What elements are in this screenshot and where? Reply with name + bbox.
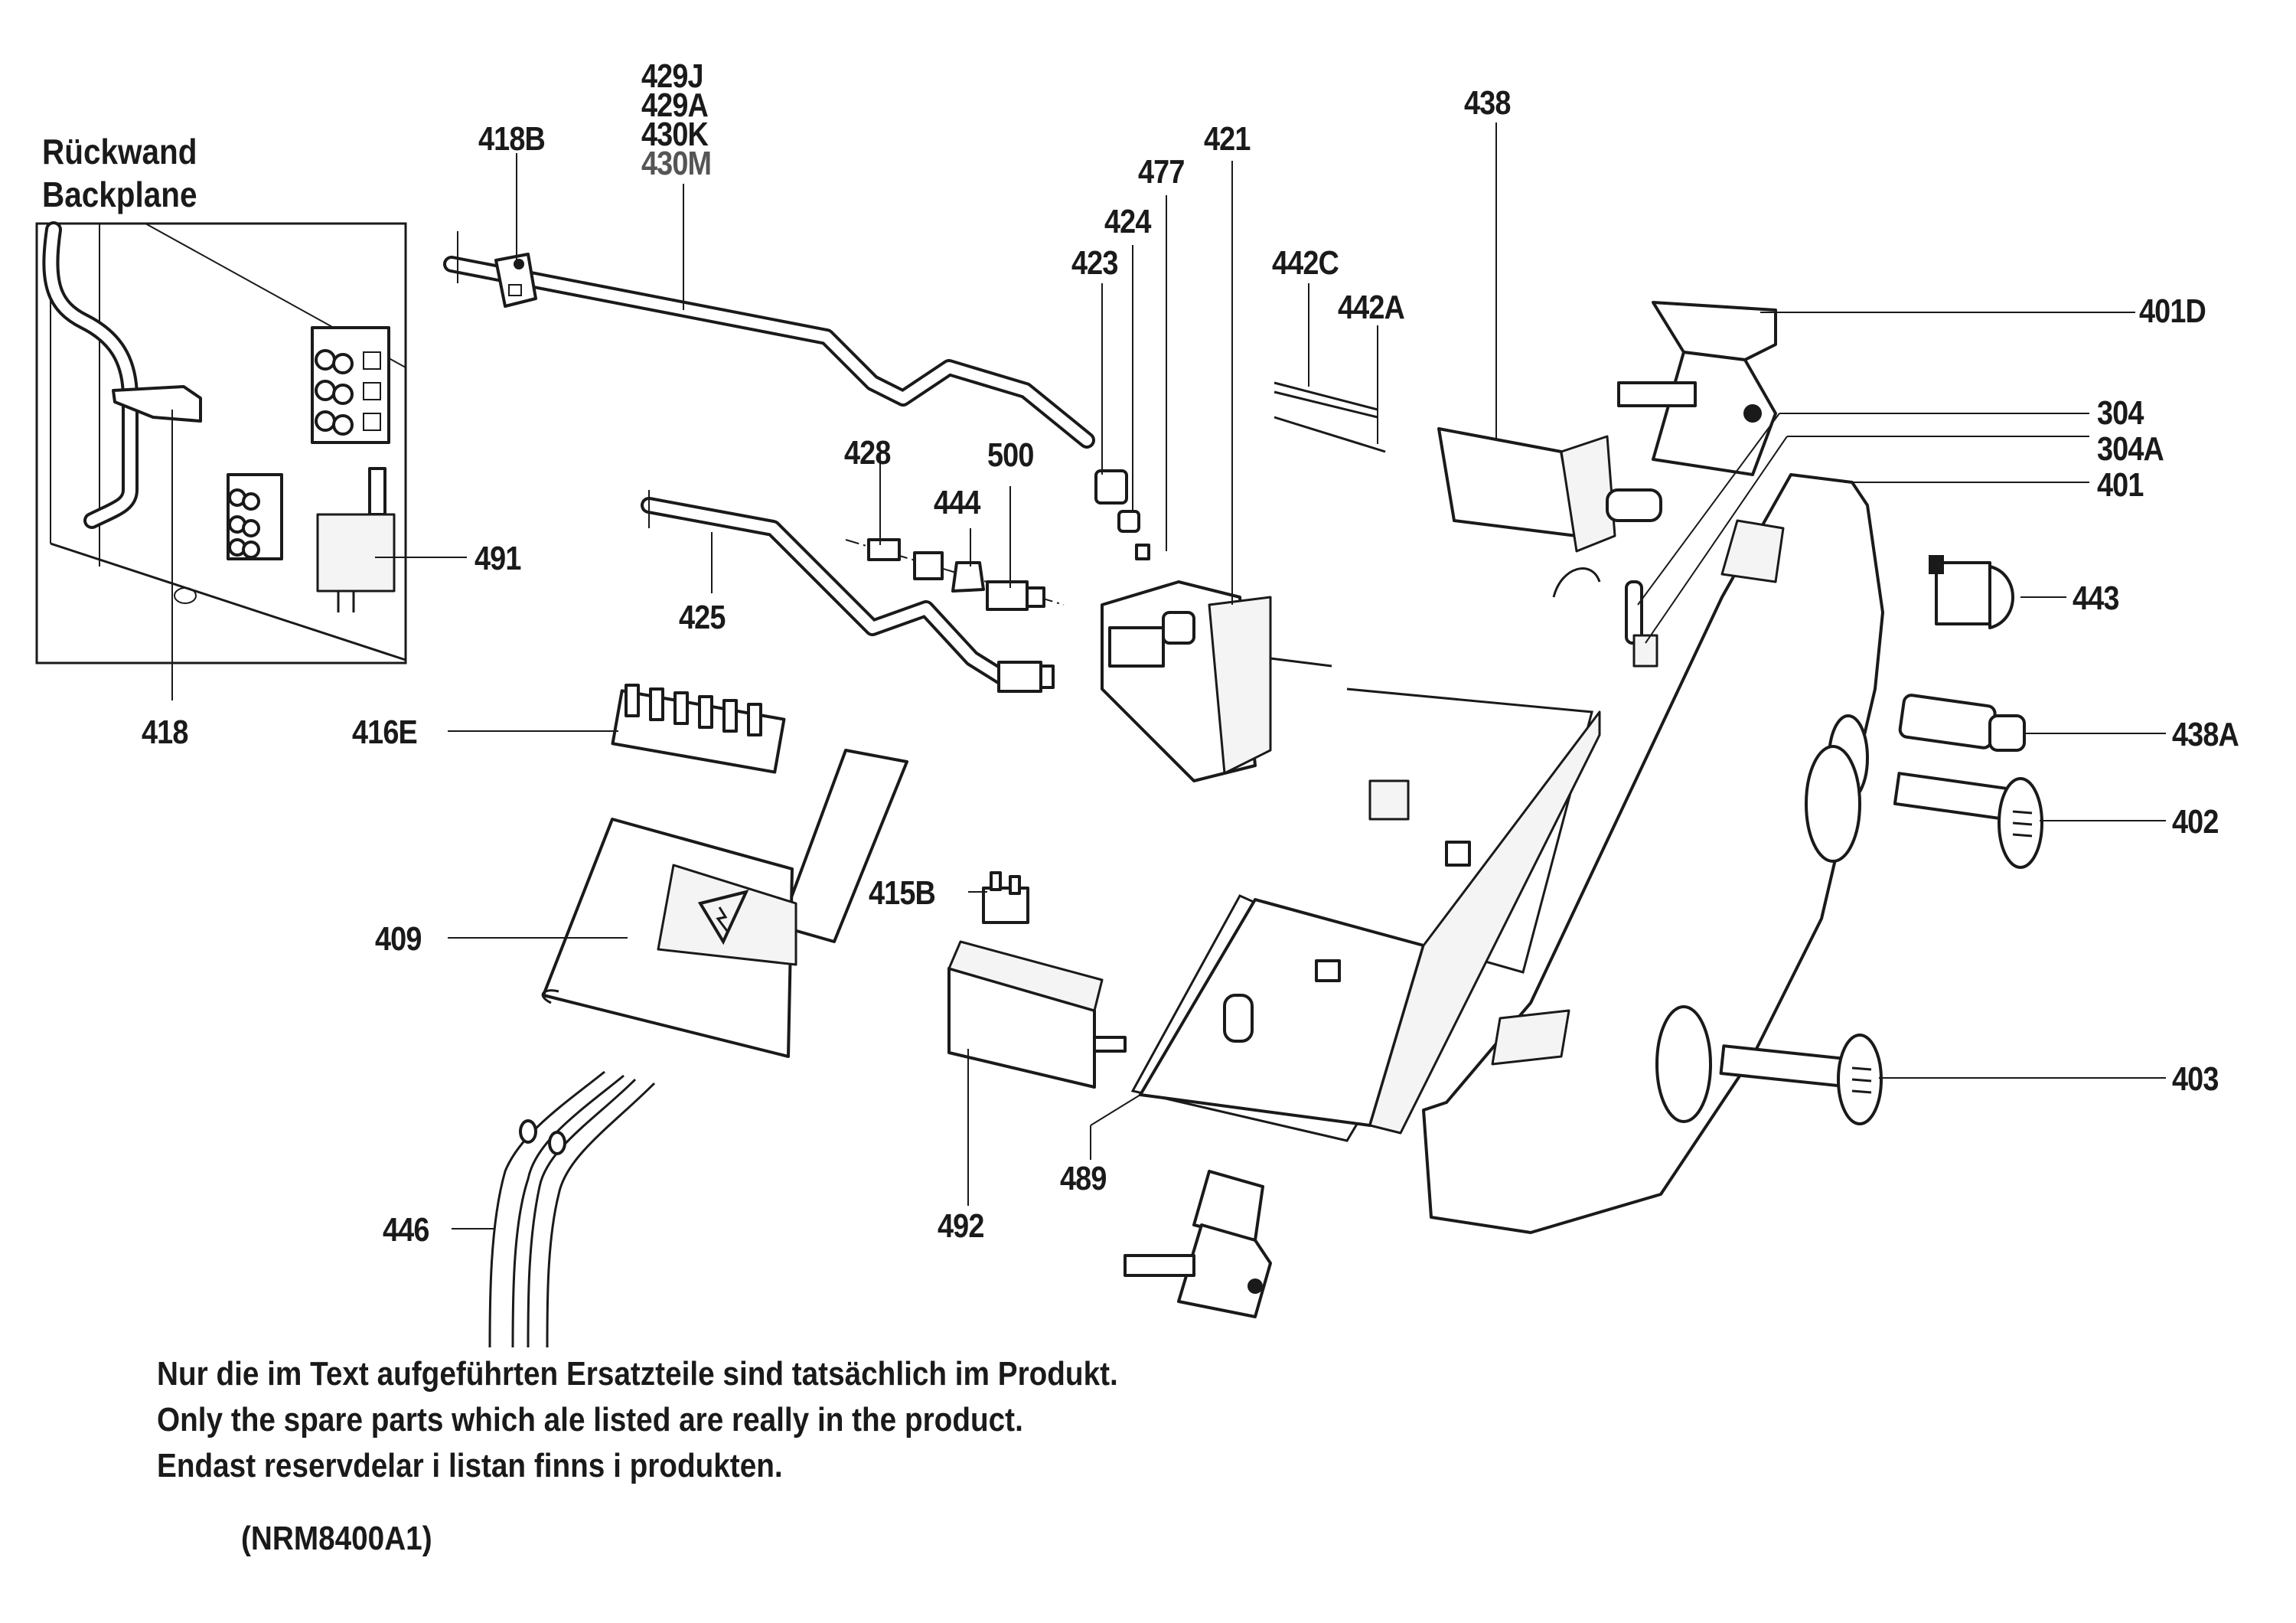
note-english: Only the spare parts which ale listed ar… (157, 1401, 1023, 1438)
clip-444 (951, 561, 985, 593)
nozzle-428 (867, 538, 901, 561)
thermocouple-442 (1274, 381, 1386, 453)
pcb-489 (1130, 687, 1601, 1142)
inset-title-en: Backplane (42, 175, 197, 214)
label-415B[interactable]: 415B (869, 874, 936, 912)
pipes-446 (488, 1070, 656, 1348)
label-401D[interactable]: 401D (2139, 292, 2206, 330)
relay-491 (316, 467, 396, 612)
label-418B[interactable]: 418B (478, 120, 546, 158)
inset-title: Rückwand Backplane (42, 130, 197, 216)
fittings-428-444-500 (845, 538, 1065, 611)
label-477[interactable]: 477 (1138, 153, 1185, 191)
terminal-block-backplane-lower (227, 473, 283, 560)
igniter-438 (1437, 427, 1662, 598)
terminal-block-backplane-upper (311, 326, 390, 444)
note-german: Nur die im Text aufgeführten Ersatzteile… (157, 1355, 1118, 1393)
high-voltage-warning-icon (697, 890, 749, 945)
label-424[interactable]: 424 (1104, 203, 1151, 240)
label-group-429-430: 429J 429A 430K 430M (641, 60, 722, 181)
knob-402 (1893, 772, 2043, 869)
gas-valve-box-492 (947, 940, 1127, 1089)
valve-500 (986, 580, 1029, 611)
terminal-415B (982, 871, 1029, 924)
note-swedish: Endast reservdelar i listan finns i prod… (157, 1447, 783, 1484)
label-442A[interactable]: 442A (1338, 289, 1405, 326)
label-430K[interactable]: 430K (641, 116, 709, 153)
spacer-438A (1898, 694, 2026, 752)
label-421[interactable]: 421 (1204, 120, 1251, 158)
pipe-425 (641, 490, 1055, 693)
label-438A[interactable]: 438A (2172, 716, 2239, 753)
backplane-inset (35, 221, 407, 665)
holder-304A (1632, 634, 1658, 668)
label-444[interactable]: 444 (934, 484, 980, 521)
gas-valve-421 (1094, 469, 1332, 782)
label-304A[interactable]: 304A (2097, 430, 2164, 468)
label-403[interactable]: 403 (2172, 1060, 2219, 1098)
bracket-418 (112, 385, 202, 423)
label-429J[interactable]: 429J (641, 57, 704, 95)
nozzle-477 (1135, 544, 1150, 560)
nut-424 (1117, 510, 1140, 533)
label-443[interactable]: 443 (2073, 580, 2119, 617)
housing-401 (1422, 473, 1884, 1234)
knob-403 (1719, 1034, 1883, 1125)
label-489[interactable]: 489 (1060, 1160, 1107, 1197)
label-423[interactable]: 423 (1071, 244, 1118, 282)
bracket-bottom (1124, 1170, 1272, 1318)
label-428[interactable]: 428 (844, 434, 891, 472)
label-429A[interactable]: 429A (641, 87, 709, 124)
label-430M[interactable]: 430M (641, 145, 712, 182)
label-438[interactable]: 438 (1464, 84, 1511, 122)
nut-423 (1094, 469, 1128, 505)
electrode-304 (1625, 580, 1643, 645)
label-416E[interactable]: 416E (352, 714, 418, 751)
label-409[interactable]: 409 (375, 920, 422, 958)
label-304[interactable]: 304 (2097, 394, 2144, 432)
inset-title-de: Rückwand (42, 132, 197, 171)
pipe-429-430 (443, 231, 1095, 449)
leader-lines (171, 122, 2166, 1229)
label-401[interactable]: 401 (2097, 466, 2144, 504)
label-500[interactable]: 500 (987, 436, 1034, 474)
label-446[interactable]: 446 (383, 1211, 429, 1249)
switch-443 (1929, 555, 2014, 629)
label-492[interactable]: 492 (938, 1207, 984, 1245)
drawing-code: (NRM8400A1) (241, 1520, 432, 1557)
cover-409 (541, 749, 908, 1058)
label-402[interactable]: 402 (2172, 803, 2219, 841)
label-442C[interactable]: 442C (1272, 244, 1339, 282)
label-425[interactable]: 425 (679, 599, 726, 636)
terminal-strip-416E (611, 684, 786, 774)
label-418[interactable]: 418 (142, 714, 188, 751)
label-491[interactable]: 491 (475, 540, 521, 577)
bracket-401D (1617, 301, 1777, 476)
